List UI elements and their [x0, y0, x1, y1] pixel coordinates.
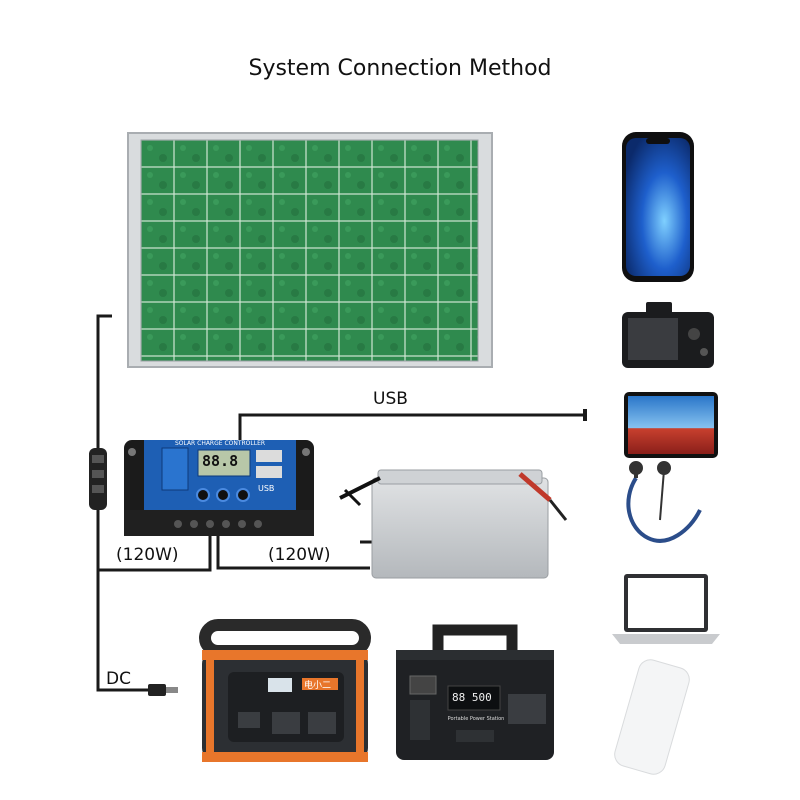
power-station-right-caption: Portable Power Station [447, 716, 505, 722]
smartphone-icon [622, 132, 694, 282]
controller-usb-badge: USB [258, 484, 275, 493]
power-station-right-display: 88 500 [452, 691, 492, 704]
wiring [96, 314, 587, 692]
battery [339, 469, 568, 579]
camera-icon [622, 302, 714, 368]
load-power-left-label: (120W) [116, 545, 179, 565]
dc-label: DC [106, 669, 131, 689]
diagram-title: System Connection Method [248, 56, 552, 81]
power-bank-icon [614, 659, 690, 775]
power-station-left-brand: 电小二 [304, 679, 331, 691]
power-station-left [199, 619, 371, 762]
controller-display: 88.8 [202, 452, 239, 470]
power-station-right [396, 624, 554, 760]
load-power-right-label: (120W) [268, 545, 331, 565]
dc-plug [148, 684, 178, 696]
charge-controller [124, 440, 314, 536]
usb-label: USB [373, 389, 408, 409]
laptop-icon [612, 574, 720, 644]
controller-header: SOLAR CHARGE CONTROLLER [174, 440, 266, 447]
mc4-connector [89, 448, 107, 510]
tablet-icon [624, 392, 718, 458]
earphones-icon [626, 461, 702, 543]
solar-panel [127, 132, 493, 368]
